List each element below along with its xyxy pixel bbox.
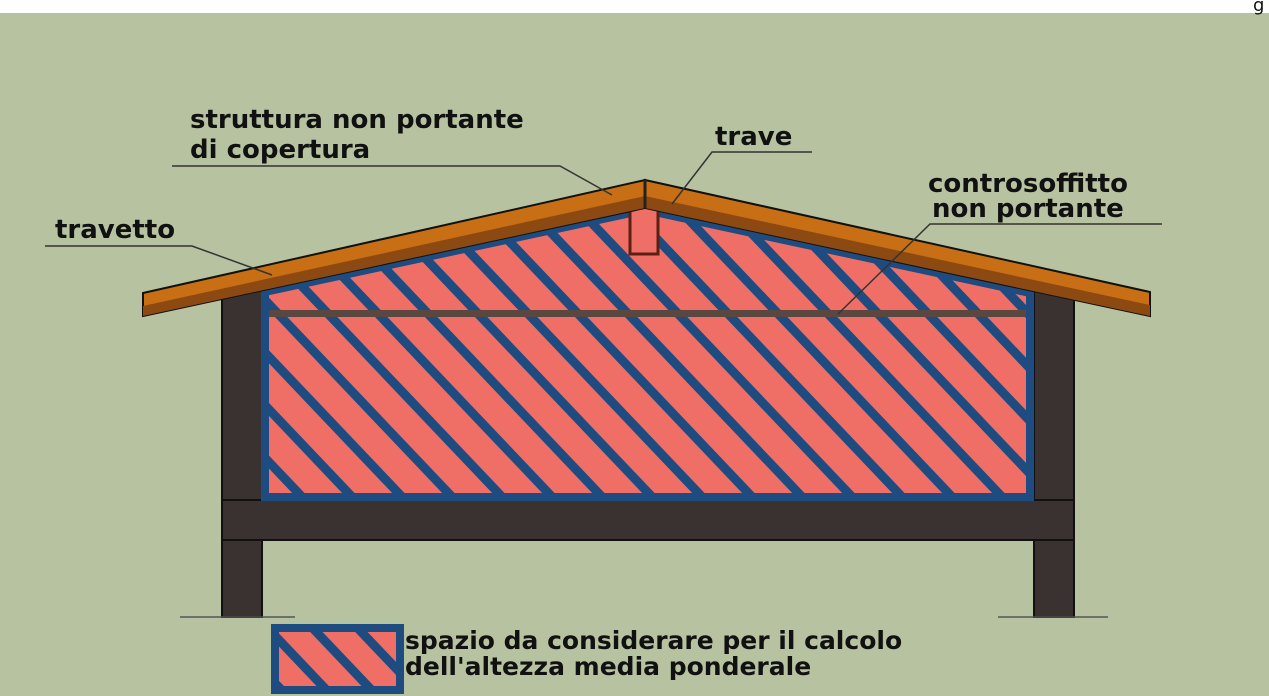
leader-travetto: [45, 245, 273, 276]
leader-controsoffitto: [837, 223, 1162, 315]
legend-text-line2: dell'altezza media ponderale: [405, 652, 811, 681]
right-column: [1033, 284, 1075, 618]
leader-lines: [45, 151, 1162, 315]
leader-struttura: [172, 165, 613, 196]
hatched-space: [261, 205, 1034, 501]
hatch-line: [616, 210, 914, 497]
hatch-line: [566, 210, 864, 497]
hatched-space-outline: [261, 205, 1034, 501]
legend-swatch-border: [271, 624, 404, 694]
hatch-line: [516, 210, 814, 497]
roof: [142, 178, 1151, 318]
label-controsoffitto-line2: non portante: [932, 194, 1124, 224]
hatch-line: [265, 210, 414, 497]
corner-text: g: [1253, 0, 1264, 16]
legend-text-line1: spazio da considerare per il calcolo: [405, 626, 902, 655]
label-travetto: travetto: [55, 215, 175, 245]
label-trave: trave: [715, 122, 792, 152]
leader-trave: [671, 151, 812, 205]
label-controsoffitto-line1: controsoffitto: [928, 169, 1128, 199]
hatch-line: [265, 210, 364, 497]
hatch-line: [351, 628, 400, 680]
floor-slab: [221, 499, 1075, 541]
top-band: [0, 0, 1269, 13]
left-column: [221, 284, 263, 618]
ceiling-line: [263, 310, 1031, 317]
hatch-line: [666, 210, 964, 497]
hatch-line: [265, 210, 464, 497]
label-struttura-line1: struttura non portante: [190, 105, 524, 135]
hatch-line: [466, 210, 764, 497]
legend: spazio da considerare per il calcolo del…: [271, 624, 902, 694]
roof-left-underside: [143, 196, 645, 316]
label-struttura-line2: di copertura: [190, 135, 370, 165]
hatch-line: [716, 210, 1014, 497]
